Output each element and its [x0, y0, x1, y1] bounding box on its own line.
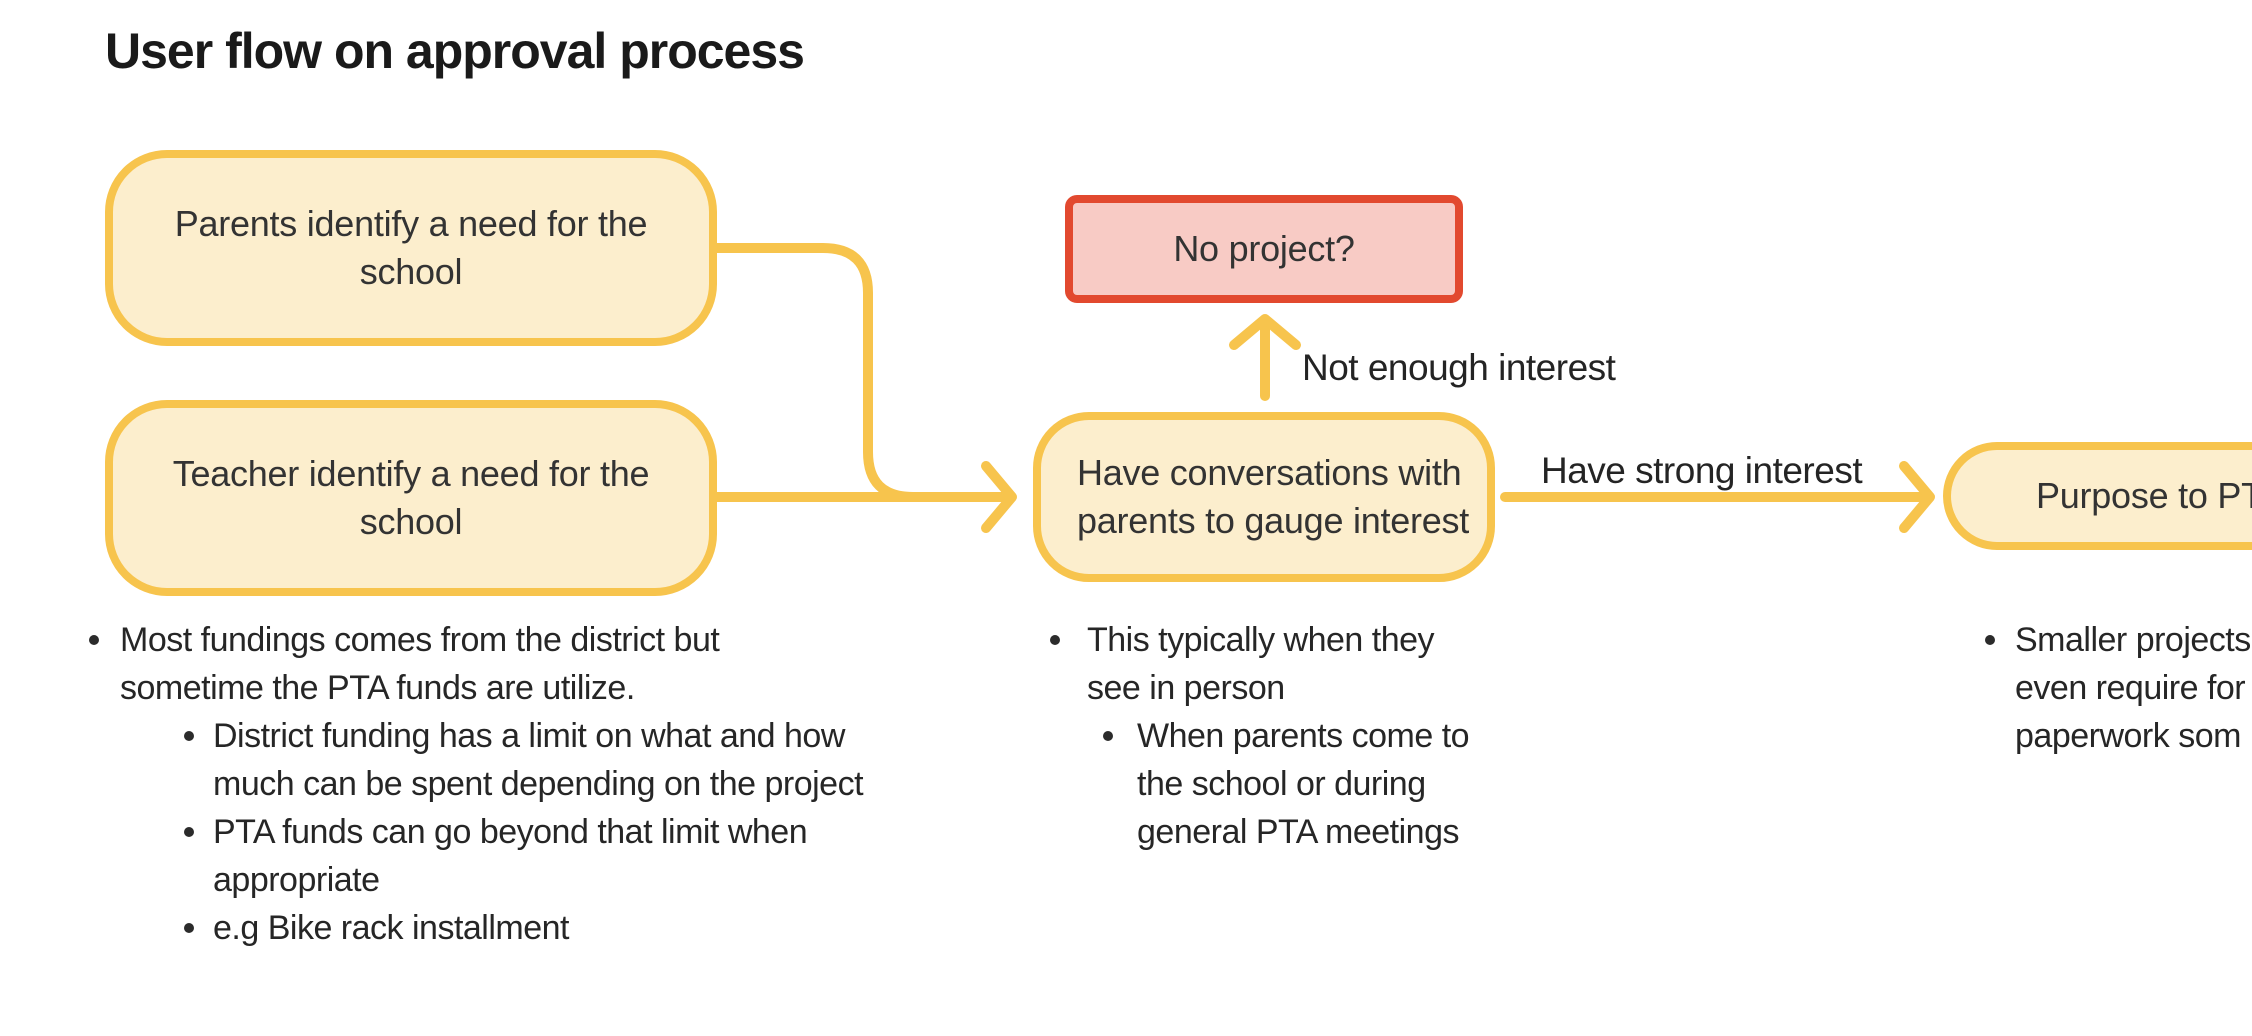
edge-label-not-enough-interest: Not enough interest [1302, 347, 1616, 388]
note-text: much can be spent depending on the proje… [213, 765, 864, 803]
note-line: PTA funds can go beyond that limit when [85, 808, 863, 856]
note-line: the school or during [1046, 760, 1469, 808]
arrowhead-up-into-noproject-icon [1229, 314, 1301, 350]
note-indent [1099, 808, 1137, 856]
note-text: paperwork som [2015, 717, 2241, 755]
note-text: This typically when they [1087, 621, 1435, 659]
note-text: even require for [2015, 669, 2246, 707]
note-indent [180, 856, 213, 904]
note-line: This typically when they [1046, 616, 1469, 664]
note-line: much can be spent depending on the proje… [85, 760, 864, 808]
node-have-conversations[interactable]: Have conversations with parents to gauge… [1033, 412, 1495, 582]
note-indent [180, 760, 213, 808]
note-line: When parents come to [1046, 712, 1470, 760]
note-text: e.g Bike rack installment [213, 909, 570, 947]
note-text: general PTA meetings [1137, 813, 1460, 851]
node-purpose-to-pta[interactable]: Purpose to PTA [1943, 442, 2252, 550]
note-text: Most fundings comes from the district bu… [120, 621, 720, 659]
notes-column-conversations: This typically when they see in person W… [1046, 616, 1470, 856]
bullet-dot [180, 904, 213, 952]
notes-column-purpose: Smaller projects even require for paperw… [1981, 616, 2251, 760]
note-text: Smaller projects [2015, 621, 2251, 659]
arrowhead-into-conversations-icon [981, 461, 1017, 533]
node-parents-identify-need[interactable]: Parents identify a need for the school [105, 150, 717, 346]
note-text: When parents come to [1137, 717, 1470, 755]
note-text: appropriate [213, 861, 380, 899]
note-indent [85, 664, 120, 712]
bullet-dot [180, 712, 213, 760]
note-indent [1981, 664, 2015, 712]
note-line: see in person [1046, 664, 1469, 712]
note-line: appropriate [85, 856, 863, 904]
note-line: e.g Bike rack installment [85, 904, 863, 952]
bullet-dot [1046, 616, 1087, 664]
edge-label-have-strong-interest: Have strong interest [1541, 450, 1863, 491]
node-label-line: parents to gauge interest [1077, 500, 1470, 541]
node-teacher-identify-need[interactable]: Teacher identify a need for the school [105, 400, 717, 596]
note-text: the school or during [1137, 765, 1426, 803]
node-label-line: No project? [1173, 228, 1355, 269]
note-line: even require for [1981, 664, 2251, 712]
node-label-line: Parents identify a need for the [174, 203, 648, 244]
note-text: PTA funds can go beyond that limit when [213, 813, 808, 851]
note-indent [1046, 664, 1087, 712]
node-label-line: Purpose to PTA [2036, 475, 2252, 516]
connector-parents-to-conversations [712, 243, 935, 502]
page-title: User flow on approval process [105, 23, 805, 79]
bullet-dot [1981, 616, 2015, 664]
notes-column-funding: Most fundings comes from the district bu… [85, 616, 864, 952]
bullet-dot [1099, 712, 1137, 760]
note-line: general PTA meetings [1046, 808, 1469, 856]
note-indent [1981, 712, 2015, 760]
note-indent [1099, 760, 1137, 808]
bullet-dot [180, 808, 213, 856]
note-line: sometime the PTA funds are utilize. [85, 664, 863, 712]
note-text: District funding has a limit on what and… [213, 717, 845, 755]
node-no-project[interactable]: No project? [1065, 195, 1463, 303]
note-line: Smaller projects [1981, 616, 2251, 664]
note-line: paperwork som [1981, 712, 2251, 760]
node-label-line: school [359, 251, 463, 292]
note-line: Most fundings comes from the district bu… [85, 616, 863, 664]
note-text: see in person [1087, 669, 1285, 707]
note-text: sometime the PTA funds are utilize. [120, 669, 635, 707]
note-line: District funding has a limit on what and… [85, 712, 863, 760]
node-label-line: Teacher identify a need for the [172, 453, 650, 494]
bullet-dot [85, 616, 120, 664]
arrowhead-into-purpose-icon [1899, 461, 1935, 533]
node-label-line: Have conversations with [1077, 452, 1462, 493]
node-label-line: school [359, 501, 463, 542]
